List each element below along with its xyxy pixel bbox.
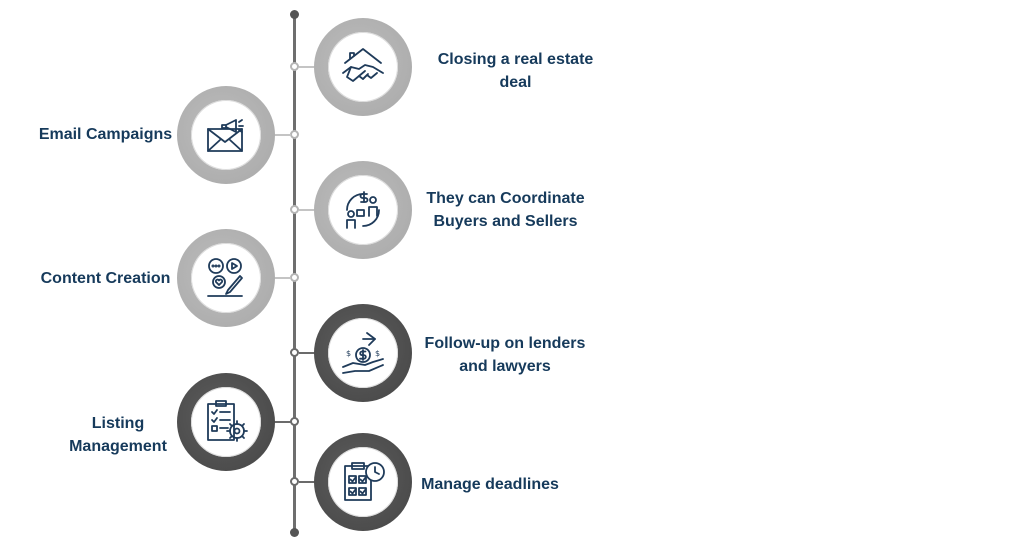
clipboard-clock-icon (344, 462, 385, 501)
timeline-start-dot (290, 10, 299, 19)
timeline-node (290, 273, 299, 282)
item-label: Email Campaigns (38, 126, 173, 143)
item-label: Content Creation (40, 270, 171, 287)
item-label: They can Coordinate Buyers and Sellers (426, 190, 585, 230)
timeline-end-dot (290, 528, 299, 537)
item-label: Listing Management (69, 415, 167, 455)
timeline-connector (274, 277, 291, 279)
svg-text:$: $ (375, 349, 380, 358)
timeline-connector (274, 421, 291, 423)
item-circle (314, 18, 412, 116)
handshake-house-icon (342, 48, 384, 82)
timeline-connector (299, 481, 315, 483)
item-label: Manage deadlines (421, 476, 559, 493)
item-label: Closing a real estate deal (437, 51, 594, 91)
timeline-node (290, 130, 299, 139)
item-label: Follow-up on lenders and lawyers (424, 335, 586, 375)
timeline-node (290, 477, 299, 486)
email-megaphone-icon (207, 119, 244, 152)
content-creation-icon (207, 258, 243, 297)
item-circle (314, 161, 412, 259)
timeline-connector (299, 209, 315, 211)
timeline-node (290, 348, 299, 357)
buyer-seller-exchange-icon (346, 191, 380, 229)
timeline-node (290, 205, 299, 214)
timeline-connector (274, 134, 291, 136)
timeline-connector (299, 66, 315, 68)
money-hand-icon: $ $ (342, 332, 384, 374)
item-circle (177, 373, 275, 471)
item-circle (177, 229, 275, 327)
checklist-gear-icon (207, 400, 248, 442)
svg-text:$: $ (346, 349, 351, 358)
timeline-node (290, 62, 299, 71)
item-circle (314, 433, 412, 531)
timeline-node (290, 417, 299, 426)
timeline-connector (299, 352, 315, 354)
item-circle: $ $ (314, 304, 412, 402)
item-circle (177, 86, 275, 184)
